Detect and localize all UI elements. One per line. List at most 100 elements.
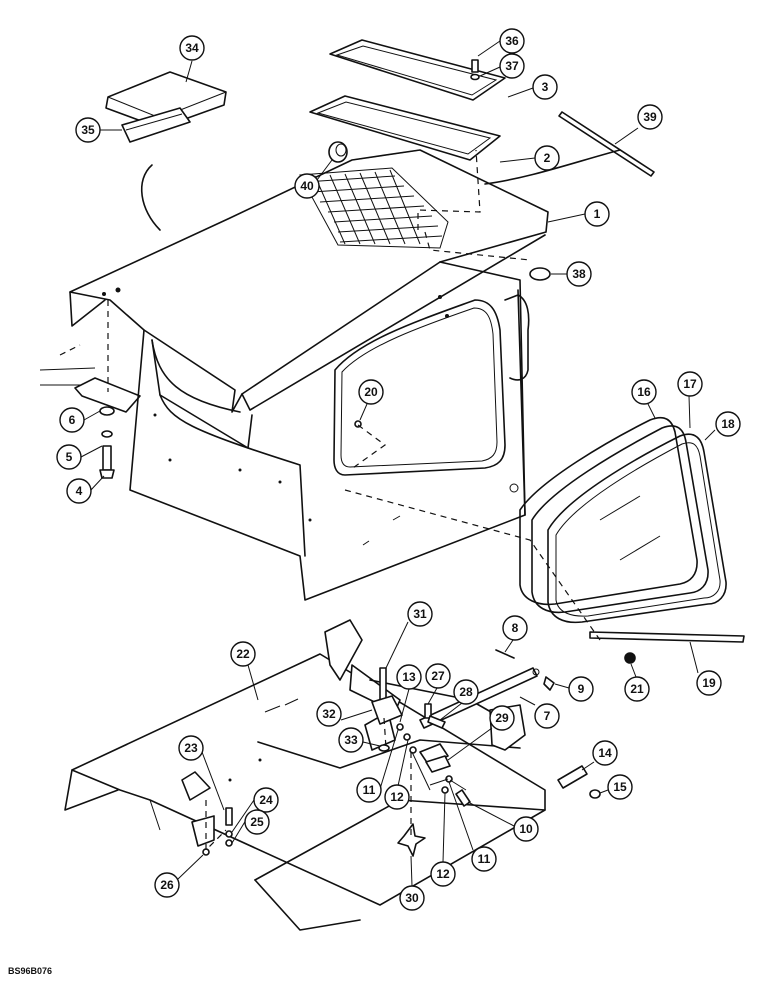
sleeve-14 xyxy=(557,765,601,799)
svg-text:11: 11 xyxy=(478,852,491,866)
callout-37: 37 xyxy=(479,53,525,79)
svg-text:15: 15 xyxy=(613,780,627,794)
callout-26: 26 xyxy=(154,854,204,898)
callout-39: 39 xyxy=(614,104,663,145)
svg-text:25: 25 xyxy=(250,815,264,829)
callout-24: 24 xyxy=(231,787,279,833)
callout-1: 1 xyxy=(547,201,610,227)
callout-4: 4 xyxy=(66,475,105,504)
weatherstrip-39 xyxy=(558,111,655,177)
callout-5: 5 xyxy=(56,444,103,470)
callout-28: 28 xyxy=(439,679,479,721)
plug-40 xyxy=(328,141,348,163)
svg-text:13: 13 xyxy=(402,670,416,684)
callout-11-c xyxy=(429,778,449,786)
svg-text:4: 4 xyxy=(76,484,83,498)
trim-strip-19 xyxy=(589,631,745,643)
callout-32: 32 xyxy=(316,701,373,727)
svg-text:14: 14 xyxy=(598,746,612,760)
svg-text:16: 16 xyxy=(637,385,651,399)
svg-text:8: 8 xyxy=(512,621,519,635)
svg-text:34: 34 xyxy=(185,41,199,55)
bumper-38 xyxy=(529,267,551,281)
pin-8 xyxy=(495,649,515,659)
svg-text:5: 5 xyxy=(66,450,73,464)
callout-40: 40 xyxy=(294,159,333,199)
callout-18: 18 xyxy=(704,411,741,441)
svg-text:6: 6 xyxy=(69,413,76,427)
callout-33: 33 xyxy=(338,727,381,753)
callout-16: 16 xyxy=(631,379,657,419)
drawing-code: BS96B076 xyxy=(8,966,53,976)
svg-text:29: 29 xyxy=(495,711,509,725)
callout-12-a: 12 xyxy=(384,739,410,810)
callout-21: 21 xyxy=(624,663,650,702)
svg-text:7: 7 xyxy=(544,709,551,723)
callout-38: 38 xyxy=(551,261,592,287)
svg-text:38: 38 xyxy=(572,267,586,281)
svg-text:37: 37 xyxy=(505,59,519,73)
clip-9 xyxy=(543,676,555,691)
callout-27: 27 xyxy=(425,663,451,705)
callout-11-b: 11 xyxy=(448,781,497,872)
svg-text:19: 19 xyxy=(702,676,716,690)
svg-text:30: 30 xyxy=(405,891,419,905)
svg-text:22: 22 xyxy=(236,647,250,661)
callout-11-a: 11 xyxy=(356,729,399,803)
callout-2: 2 xyxy=(499,145,560,171)
callout-34: 34 xyxy=(179,35,205,83)
callout-10: 10 xyxy=(467,801,539,842)
svg-text:32: 32 xyxy=(322,707,336,721)
svg-text:12: 12 xyxy=(436,867,450,881)
callout-22: 22 xyxy=(230,641,259,701)
svg-text:11: 11 xyxy=(363,783,376,797)
svg-text:36: 36 xyxy=(505,34,519,48)
callout-12-b: 12 xyxy=(430,792,456,887)
svg-text:9: 9 xyxy=(578,682,585,696)
svg-text:24: 24 xyxy=(259,793,273,807)
top-window-glass xyxy=(329,39,506,101)
svg-text:12: 12 xyxy=(390,790,404,804)
callout-14: 14 xyxy=(581,740,618,771)
callout-7: 7 xyxy=(519,696,560,729)
svg-text:31: 31 xyxy=(413,607,427,621)
callout-23: 23 xyxy=(178,735,225,811)
svg-text:18: 18 xyxy=(721,417,735,431)
svg-text:3: 3 xyxy=(542,80,549,94)
svg-text:33: 33 xyxy=(344,733,358,747)
svg-text:23: 23 xyxy=(184,741,198,755)
svg-text:39: 39 xyxy=(643,110,657,124)
callout-3: 3 xyxy=(507,74,558,100)
callout-12-c xyxy=(411,751,431,791)
callout-31: 31 xyxy=(385,601,433,669)
svg-text:2: 2 xyxy=(544,151,551,165)
callout-36: 36 xyxy=(477,28,525,57)
svg-text:28: 28 xyxy=(459,685,473,699)
side-window-seals xyxy=(519,416,727,624)
top-window-seal xyxy=(309,95,501,161)
callout-15: 15 xyxy=(599,774,633,800)
svg-text:17: 17 xyxy=(683,377,697,391)
callout-17: 17 xyxy=(677,371,703,429)
svg-text:27: 27 xyxy=(431,669,445,683)
svg-text:35: 35 xyxy=(81,123,95,137)
svg-text:10: 10 xyxy=(519,822,533,836)
roof-vent-grille xyxy=(299,167,449,249)
callout-30: 30 xyxy=(399,855,425,911)
callout-29: 29 xyxy=(447,705,515,761)
callout-6: 6 xyxy=(59,407,101,433)
svg-text:40: 40 xyxy=(300,179,314,193)
svg-text:26: 26 xyxy=(160,878,174,892)
callout-13: 13 xyxy=(396,664,422,723)
svg-text:1: 1 xyxy=(594,207,601,221)
callout-35: 35 xyxy=(75,117,122,143)
grommet-21 xyxy=(624,652,636,664)
roof-cushion xyxy=(105,71,227,143)
svg-text:20: 20 xyxy=(364,385,378,399)
cab-body xyxy=(39,261,530,601)
callout-25: 25 xyxy=(231,809,270,844)
callout-8: 8 xyxy=(502,615,528,653)
callout-19: 19 xyxy=(689,641,722,696)
callout-11-c-label xyxy=(449,779,467,791)
